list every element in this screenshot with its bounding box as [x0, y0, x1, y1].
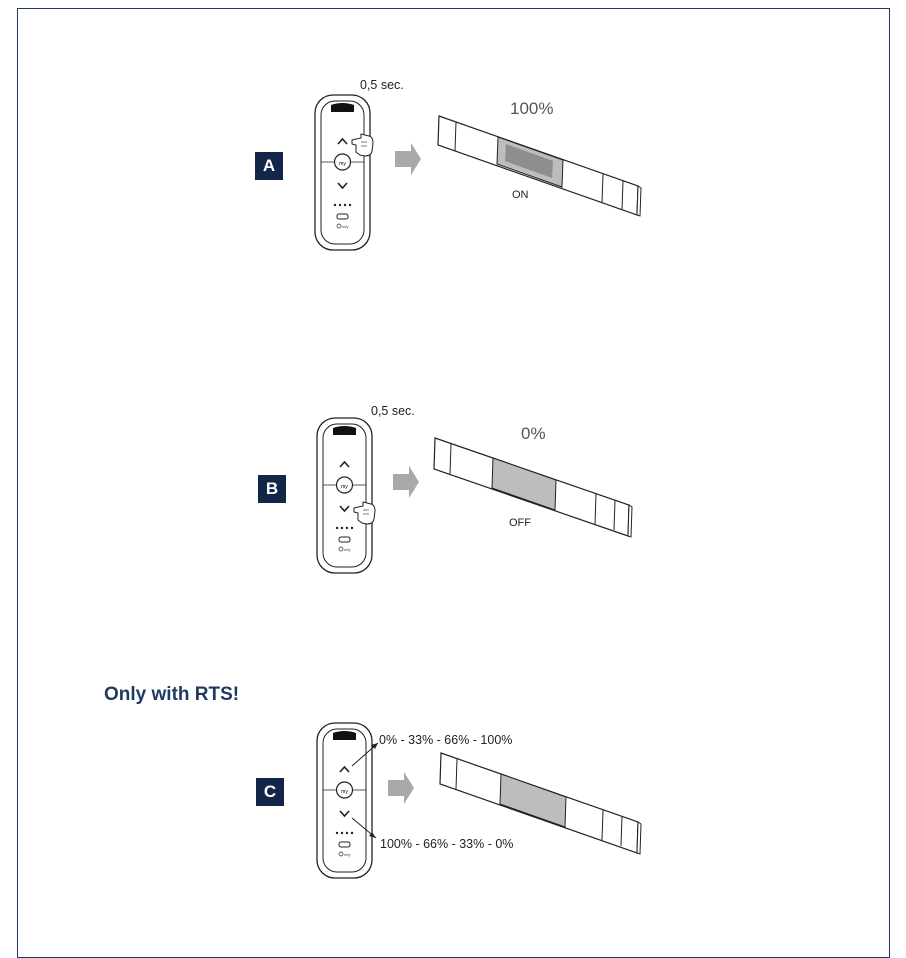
- my-button-b: my: [341, 484, 348, 490]
- step-c-badge: C: [256, 778, 284, 806]
- arrow-icon-c: [388, 772, 414, 804]
- step-b-level: 0%: [521, 424, 546, 443]
- sensor-bar-b: [433, 437, 633, 538]
- up-sequence: 0% - 33% - 66% - 100%: [379, 733, 513, 747]
- down-sequence: 100% - 66% - 33% - 0%: [380, 837, 514, 851]
- step-b-state: OFF: [509, 517, 531, 529]
- my-button-c: my: [341, 789, 348, 795]
- remote-c: [316, 722, 373, 879]
- my-button-a: my: [339, 161, 346, 167]
- step-b-badge: B: [258, 475, 286, 503]
- remote-a: [314, 94, 371, 251]
- arrow-icon-b: [393, 466, 419, 498]
- arrow-icon-a: [395, 143, 421, 175]
- step-b-duration: 0,5 sec.: [371, 404, 415, 418]
- step-a-badge: A: [255, 152, 283, 180]
- pointer-line-up: [351, 742, 379, 767]
- step-a-level: 100%: [510, 99, 554, 118]
- step-a-duration: 0,5 sec.: [360, 78, 404, 92]
- remote-b: [316, 417, 373, 574]
- sensor-bar-a: [437, 115, 642, 217]
- step-a-state: ON: [512, 189, 529, 201]
- pointer-line-down: [351, 817, 377, 839]
- sensor-bar-c: [439, 752, 642, 855]
- rts-heading: Only with RTS!: [104, 684, 240, 705]
